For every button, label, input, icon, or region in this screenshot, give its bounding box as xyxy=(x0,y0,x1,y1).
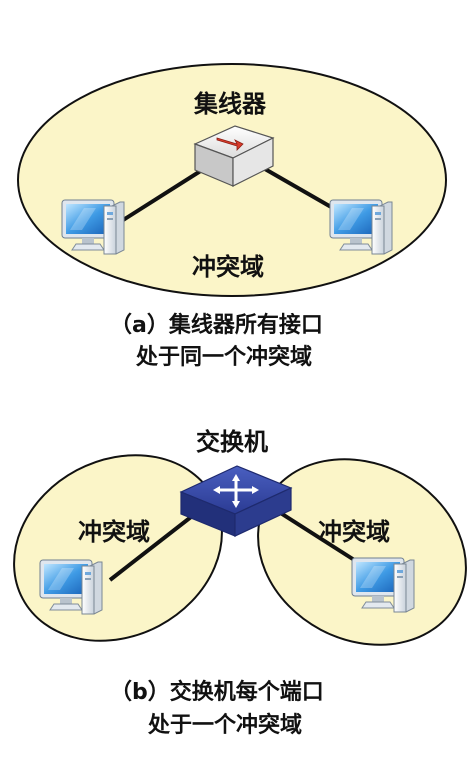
collision-domain-ellipse-left xyxy=(13,454,223,642)
caption-b-line1: （b）交换机每个端口 xyxy=(110,680,324,705)
caption-a-line1: （a）集线器所有接口 xyxy=(110,313,323,338)
switch-label: 交换机 xyxy=(196,428,268,456)
collision-domain-label-left: 冲突域 xyxy=(78,518,150,546)
panel-b xyxy=(13,454,467,646)
collision-domain-label: 冲突域 xyxy=(192,253,264,281)
caption-b-line2: 处于一个冲突域 xyxy=(148,713,303,738)
caption-a-line2: 处于同一个冲突域 xyxy=(136,345,313,370)
switch-icon xyxy=(179,465,293,537)
panel-a xyxy=(17,63,447,297)
collision-domain-label-right: 冲突域 xyxy=(318,518,390,546)
hub-label: 集线器 xyxy=(194,90,266,118)
link-line xyxy=(118,163,212,224)
collision-domain-ellipse-right xyxy=(257,458,467,646)
hub-icon xyxy=(193,125,275,187)
link-line xyxy=(108,508,202,582)
